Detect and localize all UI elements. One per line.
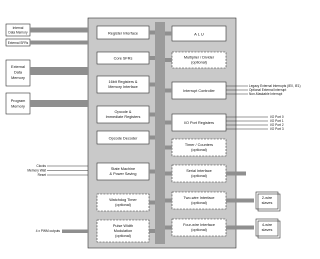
svg-text:(optional): (optional) <box>191 228 208 232</box>
svg-text:Register Interface: Register Interface <box>108 31 138 35</box>
svg-text:External SFRs: External SFRs <box>8 41 29 45</box>
svg-text:A L U: A L U <box>194 31 204 36</box>
right-bus-connectors <box>165 31 172 230</box>
svg-text:slaves: slaves <box>262 228 273 232</box>
interrupt-controller-block: Interrupt Controller <box>171 81 227 100</box>
svg-text:Immediate Registers: Immediate Registers <box>106 115 141 119</box>
pwm-block: Pulse Width Modulation (optional) <box>96 219 150 243</box>
svg-text:Memory: Memory <box>11 76 25 80</box>
opcode-decoder-block: Opcode Decoder <box>96 130 150 145</box>
timers-counters-block: Timer / Counters (optional) <box>171 138 227 157</box>
core-sfrs-block: Core SFRs <box>96 51 150 65</box>
svg-text:4-wire: 4-wire <box>262 223 272 227</box>
external-sfrs: External SFRs <box>5 38 31 47</box>
left-bus-connectors <box>149 30 155 233</box>
register-interface-block: Register Interface <box>96 25 150 40</box>
svg-text:(optional): (optional) <box>115 234 132 238</box>
io-ports: I/O Port 0 I/O Port 1 I/O Port 2 I/O Por… <box>226 115 284 131</box>
svg-text:Core SFRs: Core SFRs <box>114 57 133 61</box>
four-wire-slaves: 4-wire slaves <box>226 218 281 239</box>
svg-text:I/O Port 2: I/O Port 2 <box>270 123 284 127</box>
clock-inputs: Clocks Memory Wait Reset <box>27 164 88 177</box>
io-port-registers-block: I/O Port Registers <box>171 113 227 132</box>
two-wire-interface-block: Two-wire Interface (optional) <box>171 191 227 210</box>
svg-text:Reset: Reset <box>38 173 46 177</box>
svg-text:Opcode Decoder: Opcode Decoder <box>109 136 138 140</box>
svg-text:Non-Maskable Interrupt: Non-Maskable Interrupt <box>249 92 282 96</box>
internal-bus <box>155 22 165 244</box>
program-memory: Program Memory <box>5 92 31 115</box>
svg-text:State Machine: State Machine <box>111 167 135 171</box>
svg-text:Two-wire Interface: Two-wire Interface <box>183 196 214 200</box>
svg-text:Optional External Interrupt: Optional External Interrupt <box>249 88 286 92</box>
serial-output <box>226 171 246 176</box>
svg-text:Internal: Internal <box>13 26 24 30</box>
svg-text:I/O Port Registers: I/O Port Registers <box>184 121 214 125</box>
external-data-memory: External Data Memory <box>5 59 31 87</box>
svg-text:16bit Registers &: 16bit Registers & <box>109 80 138 84</box>
opcode-immediate-block: Opcode & Immediate Registers <box>96 105 150 124</box>
watchdog-timer-block: Watchdog Timer (optional) <box>96 193 150 212</box>
arrow-external-data-memory <box>30 67 88 75</box>
four-wire-interface-block: Four-wire Interface (optional) <box>171 218 227 237</box>
svg-text:Pulse Width: Pulse Width <box>113 224 133 228</box>
svg-text:(optional): (optional) <box>191 148 208 152</box>
svg-text:Data Memory: Data Memory <box>8 31 28 35</box>
svg-text:Multiplier / Divider: Multiplier / Divider <box>184 56 215 60</box>
alu-block: A L U <box>171 25 227 42</box>
svg-text:Timer / Counters: Timer / Counters <box>185 143 213 147</box>
pwm-outputs: 4 x PWM outputs <box>36 229 88 233</box>
svg-text:I/O Port 1: I/O Port 1 <box>270 119 284 123</box>
state-machine-block: State Machine & Power Saving <box>96 162 150 181</box>
svg-text:(optional): (optional) <box>191 174 208 178</box>
bit16-registers-block: 16bit Registers & Memory Interface <box>96 75 150 94</box>
svg-text:(optional): (optional) <box>191 201 208 205</box>
svg-text:slaves: slaves <box>262 201 273 205</box>
svg-text:& Power Saving: & Power Saving <box>109 172 136 176</box>
svg-text:Watchdog Timer: Watchdog Timer <box>109 198 137 202</box>
svg-text:Program: Program <box>11 99 26 103</box>
svg-text:Data: Data <box>14 71 23 75</box>
svg-text:Serial Interface: Serial Interface <box>186 169 212 173</box>
svg-text:Modulation: Modulation <box>114 229 133 233</box>
arrow-program-memory <box>30 100 88 107</box>
svg-text:Four-wire Interface: Four-wire Interface <box>183 223 215 227</box>
svg-text:I/O Port 0: I/O Port 0 <box>270 115 284 119</box>
svg-text:Memory: Memory <box>11 105 25 109</box>
two-wire-slaves: 2-wire slaves <box>226 191 281 212</box>
interrupt-inputs: Legacy External Interrupts (IE0, IE1) Op… <box>226 84 301 96</box>
svg-text:External: External <box>11 65 25 69</box>
svg-text:Opcode &: Opcode & <box>115 110 132 114</box>
internal-data-memory: Internal Data Memory <box>5 23 31 37</box>
svg-text:Memory Wait: Memory Wait <box>27 169 46 173</box>
svg-text:(optional): (optional) <box>115 203 132 207</box>
svg-text:(optional): (optional) <box>191 61 208 65</box>
svg-text:Memory Interface: Memory Interface <box>108 85 138 89</box>
arrow-external-sfrs <box>30 40 88 45</box>
svg-text:I/O Port 3: I/O Port 3 <box>270 127 284 131</box>
svg-text:Clocks: Clocks <box>36 164 46 168</box>
multiplier-block: Multiplier / Divider (optional) <box>171 51 227 69</box>
svg-text:2-wire: 2-wire <box>262 196 272 200</box>
arrow-internal-data-memory <box>30 27 88 33</box>
svg-text:Interrupt Controller: Interrupt Controller <box>183 89 215 93</box>
svg-text:4 x PWM outputs: 4 x PWM outputs <box>36 229 61 233</box>
svg-text:Legacy External Interrupts (IE: Legacy External Interrupts (IE0, IE1) <box>249 84 301 88</box>
serial-interface-block: Serial Interface (optional) <box>171 164 227 183</box>
